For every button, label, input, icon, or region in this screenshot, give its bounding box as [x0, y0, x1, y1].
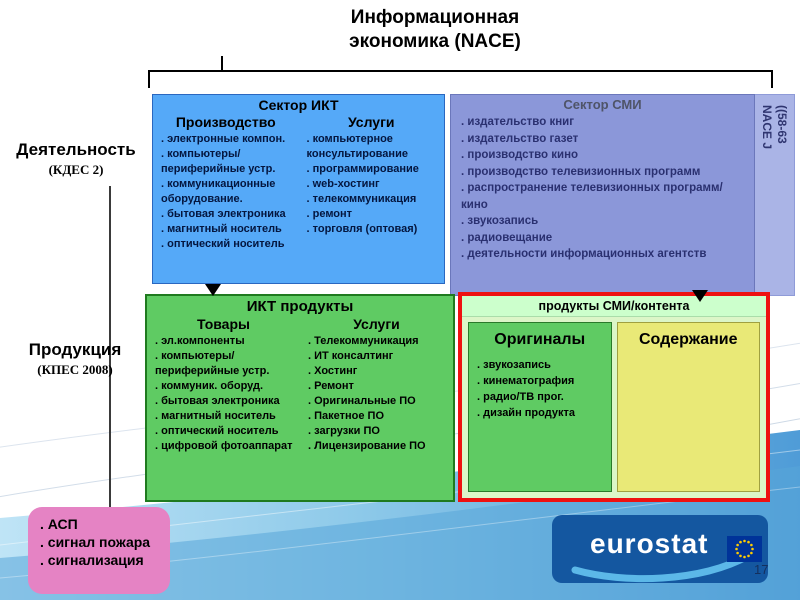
- list-item: ИТ консалтинг: [308, 349, 451, 364]
- products-label-text: Продукция: [28, 340, 122, 359]
- nace-j-tab: NACE J ((58-63: [753, 94, 795, 296]
- products-label: Продукция (КПЕС 2008): [0, 340, 150, 378]
- ict-production-list: электронные компон.компьютеры/ периферий…: [153, 132, 299, 252]
- slide-title: Информационная экономика (NACE): [240, 6, 630, 54]
- list-item: Лицензирование ПО: [308, 439, 451, 454]
- title-line1: Информационная: [350, 7, 520, 28]
- list-item: телекоммуникация: [307, 192, 443, 207]
- list-item: компьютеры/ периферийные устр.: [161, 147, 297, 177]
- bracket-right-tick: [771, 70, 773, 88]
- ict-services-header: Услуги: [347, 114, 395, 130]
- list-item: компьютерное консультирование: [307, 132, 443, 162]
- list-item: электронные компон.: [161, 132, 297, 147]
- list-item: дизайн продукта: [477, 405, 609, 421]
- list-item: бытовая электроника: [155, 394, 298, 409]
- nace-j-line1: NACE J: [760, 105, 774, 150]
- content-title: Содержание: [638, 331, 738, 348]
- ict-services-column: Услуги компьютерное консультированиепрог…: [299, 113, 445, 252]
- list-item: компьютеры/ периферийные устр.: [155, 349, 298, 379]
- activity-label: Деятельность (КДЕС 2): [0, 140, 152, 178]
- list-item: звукозапись: [461, 213, 748, 230]
- list-item: Телекоммуникация: [308, 334, 451, 349]
- list-item: программирование: [307, 162, 443, 177]
- list-item: кинематография: [477, 373, 609, 389]
- list-item: деятельности информационных агентств: [461, 246, 748, 263]
- list-item: коммуник. оборуд.: [155, 379, 298, 394]
- list-item: торговля (оптовая): [307, 222, 443, 237]
- activity-sublabel-text: (КДЕС 2): [48, 162, 104, 177]
- list-item: web-хостинг: [307, 177, 443, 192]
- list-item: производство телевизионных программ: [461, 164, 748, 181]
- list-item: Пакетное ПО: [308, 409, 451, 424]
- title-line2: экономика (NACE): [349, 31, 521, 52]
- list-item: Хостинг: [308, 364, 451, 379]
- ict-products-columns: Товары эл.компонентыкомпьютеры/ перифери…: [147, 315, 453, 454]
- alarm-products-list: АСПсигнал пожарасигнализация: [40, 515, 164, 569]
- products-services-list: ТелекоммуникацияИТ консалтингХостингРемо…: [300, 334, 453, 454]
- list-item: АСП: [40, 515, 164, 533]
- list-item: распространение телевизионных программ/к…: [461, 180, 748, 213]
- list-item: Ремонт: [308, 379, 451, 394]
- goods-list: эл.компонентыкомпьютеры/ периферийные ус…: [147, 334, 300, 454]
- list-item: ремонт: [307, 207, 443, 222]
- ict-sector-columns: Производство электронные компон.компьюте…: [153, 113, 444, 252]
- list-item: радиовещание: [461, 230, 748, 247]
- products-sublabel-text: (КПЕС 2008): [37, 362, 113, 377]
- media-sector-title: Сектор СМИ: [563, 97, 642, 112]
- ict-services-list: компьютерное консультированиепрограммиро…: [299, 132, 445, 237]
- ict-sector-box: Сектор ИКТ Производство электронные комп…: [152, 94, 445, 284]
- page-number: 17: [754, 562, 769, 577]
- list-item: звукозапись: [477, 357, 609, 373]
- goods-header: Товары: [197, 316, 250, 332]
- originals-list: звукозаписькинематографиярадио/ТВ прог.д…: [469, 355, 611, 421]
- list-item: производство кино: [461, 147, 748, 164]
- media-sector-list: издательство книгиздательство газетпроиз…: [451, 112, 754, 263]
- ict-products-box: ИКТ продукты Товары эл.компонентыкомпьют…: [145, 294, 455, 502]
- nace-j-tab-text: NACE J ((58-63: [754, 95, 791, 295]
- bracket-left-tick: [148, 70, 150, 88]
- bracket-horizontal-line: [148, 70, 773, 72]
- eu-flag-icon: [727, 536, 762, 562]
- list-item: издательство книг: [461, 114, 748, 131]
- media-products-box: продукты СМИ/контента Оригиналы звукозап…: [458, 292, 770, 502]
- left-connector-line: [109, 186, 111, 508]
- list-item: Оригинальные ПО: [308, 394, 451, 409]
- ict-products-services-column: Услуги ТелекоммуникацияИТ консалтингХост…: [300, 315, 453, 454]
- arrow-down-media-icon: [692, 290, 708, 302]
- list-item: магнитный носитель: [161, 222, 297, 237]
- list-item: сигнал пожара: [40, 533, 164, 551]
- list-item: цифровой фотоаппарат: [155, 439, 298, 454]
- list-item: издательство газет: [461, 131, 748, 148]
- originals-box: Оригиналы звукозаписькинематографиярадио…: [468, 322, 612, 492]
- content-box: Содержание: [616, 322, 760, 492]
- ict-production-column: Производство электронные компон.компьюте…: [153, 113, 299, 252]
- list-item: магнитный носитель: [155, 409, 298, 424]
- list-item: оптический носитель: [155, 424, 298, 439]
- ict-sector-title: Сектор ИКТ: [258, 97, 339, 113]
- activity-label-text: Деятельность: [16, 140, 136, 159]
- list-item: сигнализация: [40, 551, 164, 569]
- products-services-header: Услуги: [353, 316, 400, 332]
- media-products-header: продукты СМИ/контента: [462, 296, 766, 317]
- list-item: загрузки ПО: [308, 424, 451, 439]
- ict-products-title: ИКТ продукты: [246, 298, 354, 315]
- nace-j-line2: ((58-63: [775, 105, 789, 144]
- bracket-stub-line: [221, 56, 223, 72]
- list-item: оптический носитель: [161, 237, 297, 252]
- arrow-down-ict-icon: [205, 284, 221, 296]
- originals-title: Оригиналы: [494, 331, 586, 348]
- list-item: бытовая электроника: [161, 207, 297, 222]
- ict-production-header: Производство: [175, 114, 276, 130]
- ict-products-goods-column: Товары эл.компонентыкомпьютеры/ перифери…: [147, 315, 300, 454]
- eurostat-logo: eurostat: [590, 528, 709, 559]
- alarm-products-box: АСПсигнал пожарасигнализация: [28, 507, 170, 594]
- list-item: коммуникационные оборудование.: [161, 177, 297, 207]
- media-products-body: Оригиналы звукозаписькинематографиярадио…: [462, 317, 766, 498]
- list-item: радио/ТВ прог.: [477, 389, 609, 405]
- list-item: эл.компоненты: [155, 334, 298, 349]
- media-sector-box: Сектор СМИ издательство книгиздательство…: [450, 94, 755, 296]
